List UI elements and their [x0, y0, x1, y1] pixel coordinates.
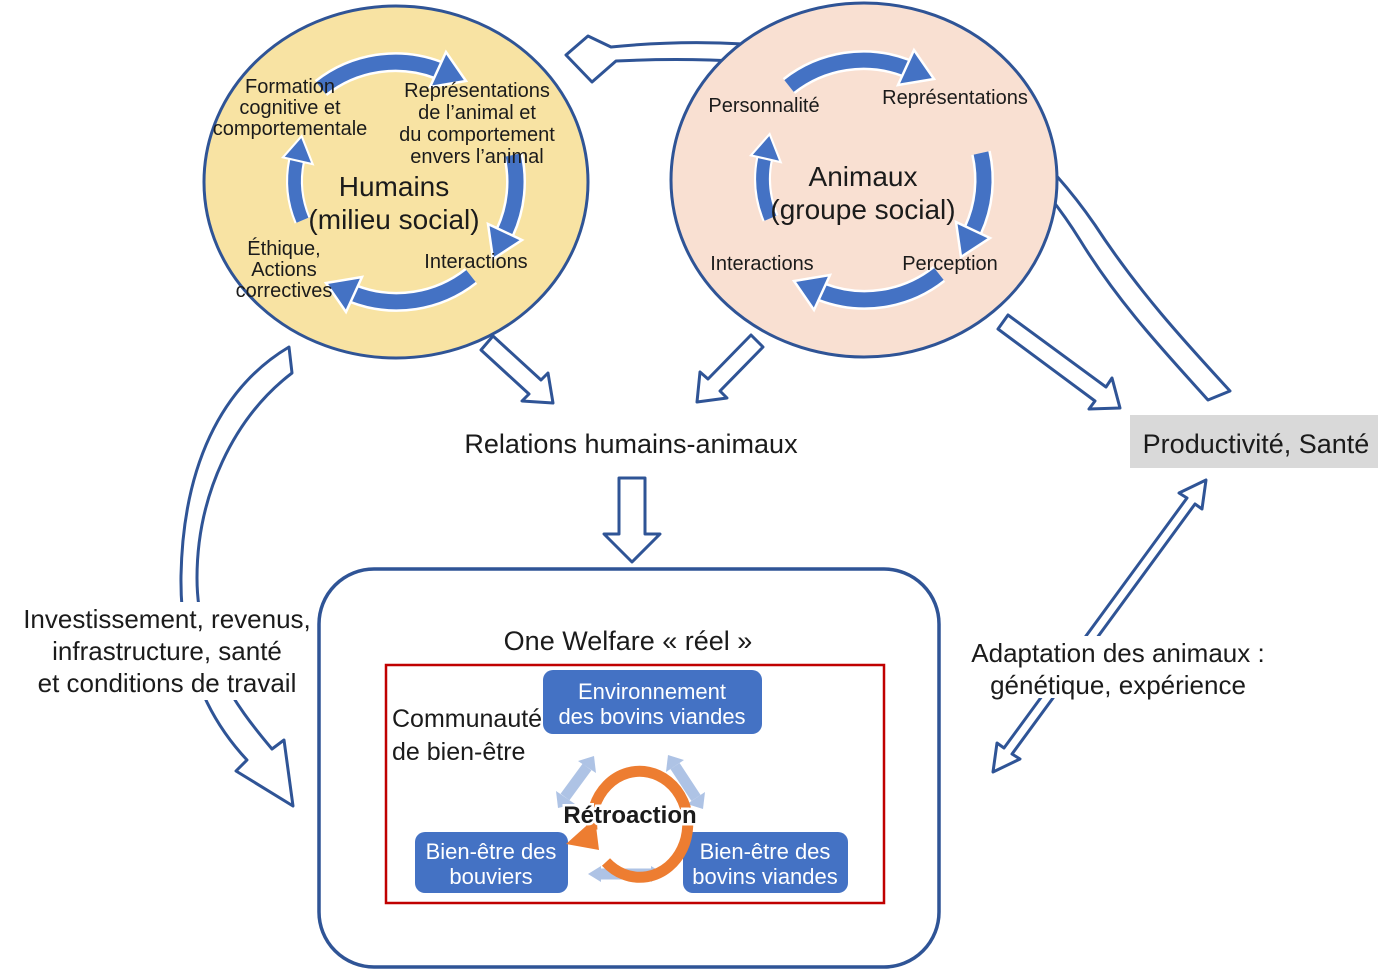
animals-to-productivity-arrow [996, 313, 1122, 411]
humans-title-line2: (milieu social) [308, 204, 479, 235]
herders-label-line1: Bien-être des [426, 839, 557, 864]
left-note-line2: infrastructure, santé [52, 636, 282, 666]
humans-to-relations-arrow [479, 334, 555, 405]
exchange-arrow-right-head-down [687, 792, 705, 809]
exchange-arrow-bottom-head-left [588, 866, 601, 882]
humans-interactions-label: Interactions [424, 251, 527, 273]
left-note: Investissement, revenus, infrastructure,… [23, 604, 311, 698]
humans-circle [202, 4, 590, 360]
personality-label: Personnalité [708, 95, 819, 117]
representations-label-line2: de l’animal et [418, 102, 536, 124]
exchange-arrows [556, 755, 705, 882]
humans-title-line1: Humains [339, 171, 449, 202]
feedback-label: Rétroaction [563, 802, 696, 829]
cattle-welfare-box [683, 832, 848, 893]
ethics-label-line2: Actions [251, 259, 317, 281]
one-welfare-title: One Welfare « réel » [504, 626, 753, 656]
relations-label: Relations humains-animaux [464, 429, 798, 459]
exchange-arrow-left-shaft [560, 763, 592, 801]
relations-to-welfare-arrow [602, 476, 662, 564]
formation-label-line3: comportementale [213, 118, 368, 140]
feedback-loop-head [566, 818, 599, 850]
exchange-arrow-right-shaft [670, 762, 701, 802]
productivity-box [1130, 415, 1378, 468]
animals-title-line2: (groupe social) [770, 194, 955, 225]
herders-welfare-box [415, 832, 568, 893]
environment-label-line1: Environnement [578, 679, 726, 704]
animals-circle [669, 1, 1059, 359]
right-note-line2: génétique, expérience [990, 670, 1246, 700]
right-note-line1: Adaptation des animaux : [971, 638, 1264, 668]
animals-labels: Personnalité Représentations Animaux (gr… [708, 87, 1027, 275]
representations-label-line4: envers l’animal [410, 146, 543, 168]
feedback-loop-arc [586, 765, 694, 883]
herders-label-line2: bouviers [449, 864, 532, 889]
exchange-arrow-right-head-up [666, 755, 684, 772]
animals-interactions-label: Interactions [710, 253, 813, 275]
formation-label-line2: cognitive et [239, 97, 341, 119]
adaptation-double-arrow [991, 478, 1208, 774]
animals-title-line1: Animaux [809, 161, 918, 192]
productivity-label: Productivité, Santé [1143, 429, 1370, 459]
community-label-line2: de bien-être [392, 738, 525, 766]
right-note: Adaptation des animaux : génétique, expé… [971, 638, 1264, 700]
exchange-arrow-left-head-down [556, 791, 575, 808]
humans-labels: Formation cognitive et comportementale R… [213, 76, 556, 302]
representations-label-line1: Représentations [404, 80, 550, 102]
environment-label-line2: des bovins viandes [558, 704, 745, 729]
one-welfare-group: One Welfare « réel » Communauté de bien-… [317, 567, 941, 969]
community-box [384, 663, 886, 905]
animals-representations-label: Représentations [882, 87, 1028, 109]
exchange-arrow-left-head-up [578, 756, 596, 773]
left-note-line1: Investissement, revenus, [23, 604, 311, 634]
animals-to-relations-arrow [695, 333, 765, 404]
ethics-label-line1: Éthique, [247, 237, 320, 260]
cattle-label-line2: bovins viandes [692, 864, 838, 889]
cattle-label-line1: Bien-être des [700, 839, 831, 864]
representations-label-line3: du comportement [399, 124, 555, 146]
investment-arrow [179, 345, 295, 808]
perception-label: Perception [902, 253, 998, 275]
ethics-label-line3: correctives [236, 280, 333, 302]
community-label-line1: Communauté [392, 705, 542, 733]
left-note-line3: et conditions de travail [38, 668, 297, 698]
environment-box [543, 670, 762, 734]
right-note-mask [966, 636, 1274, 698]
left-note-mask [12, 602, 320, 700]
formation-label-line1: Formation [245, 76, 335, 98]
